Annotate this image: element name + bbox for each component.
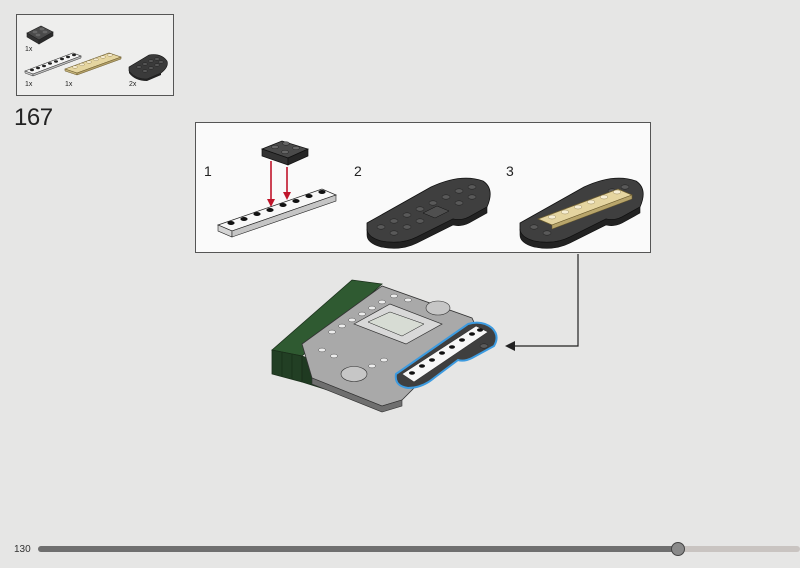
- part-tan-tile-1x6: [64, 52, 122, 76]
- part-qty-1: 1x: [25, 46, 33, 53]
- progress-bar[interactable]: [38, 542, 800, 556]
- progress-knob[interactable]: [671, 542, 686, 556]
- substep-number-3: 3: [506, 163, 514, 179]
- part-qty-4: 2x: [129, 81, 137, 88]
- part-white-plate-1x8: [24, 52, 82, 77]
- substep-3-illustration: [519, 177, 644, 249]
- part-qty-2: 1x: [25, 81, 33, 88]
- main-model-illustration: [271, 279, 498, 413]
- substep-number-2: 2: [354, 163, 362, 179]
- substep-2-illustration: [366, 177, 491, 249]
- part-dark-gray-plate-2x2: [26, 25, 54, 45]
- progress-fill: [38, 546, 679, 552]
- subassembly-callout: 1 2 3: [195, 122, 651, 253]
- part-qty-3: 1x: [65, 81, 73, 88]
- step-number: 167: [14, 104, 53, 131]
- parts-list: 1x 1x 1x 2x: [16, 14, 174, 96]
- substep-1-illustration: [217, 140, 337, 238]
- substep-number-1: 1: [204, 163, 212, 179]
- part-dark-gray-wedge-plate: [128, 54, 168, 81]
- page-number: 130: [14, 544, 31, 555]
